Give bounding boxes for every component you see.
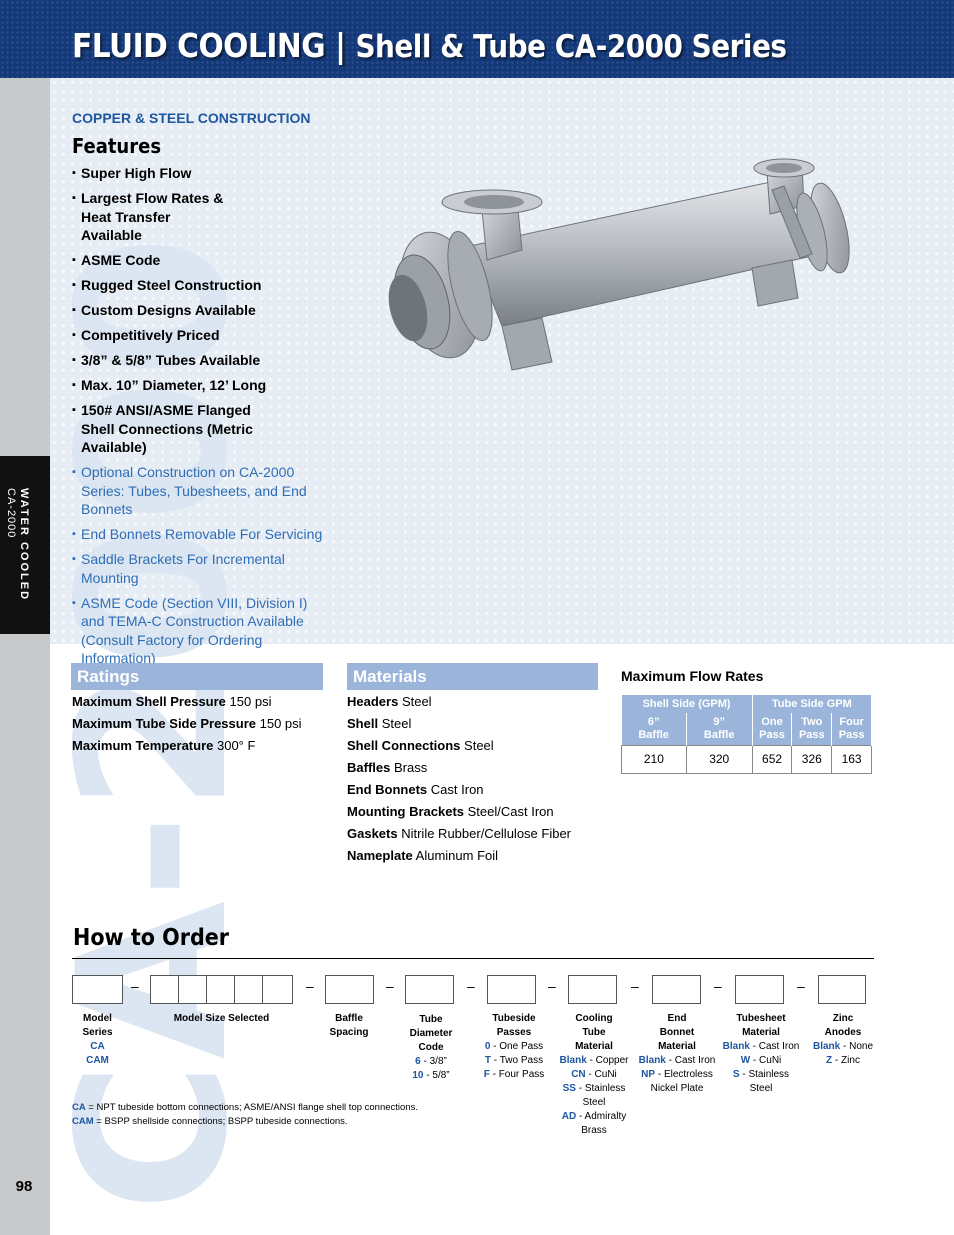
separator-dash: –	[631, 978, 639, 994]
separator-dash: –	[306, 978, 314, 994]
separator-dash: –	[131, 978, 139, 994]
ratings-list: Maximum Shell Pressure 150 psi Maximum T…	[72, 691, 302, 757]
feature-item: Max. 10” Diameter, 12’ Long	[72, 376, 332, 395]
table-cell: 163	[831, 744, 872, 774]
cooling-tube-box	[568, 975, 617, 1004]
separator-dash: –	[386, 978, 394, 994]
model-series-legend: Model Series CA CAM	[82, 1013, 113, 1066]
flow-rates-heading: Maximum Flow Rates	[621, 668, 764, 684]
page-number: 98	[15, 1178, 33, 1195]
materials-heading: Materials	[347, 663, 598, 690]
section-side-tab: WATER COOLED CA-2000	[0, 456, 50, 634]
tube-side-group-header: Tube Side GPM	[752, 695, 873, 713]
model-series-box	[72, 975, 123, 1004]
column-header: 6”Baffle	[621, 713, 687, 745]
divider	[72, 958, 874, 959]
order-notes: CA = NPT tubeside bottom connections; AS…	[72, 1101, 418, 1129]
tubesheet-legend: Tubesheet Material Blank - Cast Iron W -…	[722, 1013, 800, 1094]
optional-feature-item: ASME Code (Section VIII, Division I) and…	[72, 594, 322, 668]
side-tab-category: WATER COOLED	[18, 488, 30, 602]
separator-dash: –	[548, 978, 556, 994]
rating-item: Maximum Tube Side Pressure 150 psi	[72, 716, 302, 731]
feature-item: Custom Designs Available	[72, 301, 332, 320]
material-item: Mounting Brackets Steel/Cast Iron	[347, 804, 554, 819]
separator-dash: –	[467, 978, 475, 994]
end-bonnet-box	[652, 975, 701, 1004]
column-header: 9”Baffle	[686, 713, 753, 745]
model-size-box	[178, 975, 207, 1004]
materials-list: Headers Steel Shell Steel Shell Connecti…	[347, 691, 571, 867]
material-item: Shell Steel	[347, 716, 412, 731]
side-tab-series: CA-2000	[5, 488, 17, 539]
baffle-spacing-box	[325, 975, 374, 1004]
note-line: CA = NPT tubeside bottom connections; AS…	[72, 1102, 418, 1113]
material-item: Shell Connections Steel	[347, 738, 494, 753]
feature-item: 3/8” & 5/8” Tubes Available	[72, 351, 332, 370]
feature-item: ASME Code	[72, 251, 332, 270]
material-item: Nameplate Aluminum Foil	[347, 848, 499, 863]
feature-item: Competitively Priced	[72, 326, 332, 345]
construction-subhead: COPPER & STEEL CONSTRUCTION	[72, 110, 311, 126]
tubesheet-box	[735, 975, 784, 1004]
rating-item: Maximum Shell Pressure 150 psi	[72, 694, 272, 709]
heat-exchanger-photo	[388, 158, 850, 371]
rating-item: Maximum Temperature 300° F	[72, 738, 256, 753]
feature-item: 150# ANSI/ASME Flanged Shell Connections…	[72, 401, 287, 457]
tubeside-passes-box	[487, 975, 536, 1004]
material-item: Baffles Brass	[347, 760, 428, 775]
optional-feature-item: Saddle Brackets For Incremental Mounting	[72, 550, 292, 587]
feature-item: Largest Flow Rates & Heat Transfer Avail…	[72, 189, 232, 245]
tube-diameter-box	[405, 975, 454, 1004]
model-size-box	[150, 975, 179, 1004]
material-item: Headers Steel	[347, 694, 432, 709]
shell-side-group-header: Shell Side (GPM)	[621, 695, 753, 713]
note-line: CAM = BSPP shellside connections; BSPP t…	[72, 1116, 348, 1127]
optional-feature-item: Optional Construction on CA-2000 Series:…	[72, 463, 312, 519]
zinc-anodes-box	[818, 975, 866, 1004]
ratings-heading: Ratings	[71, 663, 323, 690]
optional-feature-item: End Bonnets Removable For Servicing	[72, 525, 332, 544]
flow-rates-table: Shell Side (GPM) Tube Side GPM 6”Baffle …	[621, 695, 873, 774]
page-header: FLUID COOLING|Shell & Tube CA-2000 Serie…	[0, 0, 954, 78]
tube-diameter-legend: Tube Diameter Code 6 - 3/8” 10 - 5/8”	[409, 1014, 453, 1081]
table-cell: 326	[791, 744, 833, 774]
cooling-tube-legend: Cooling Tube Material Blank - Copper CN …	[559, 1013, 629, 1136]
separator-dash: –	[797, 978, 805, 994]
material-item: End Bonnets Cast Iron	[347, 782, 484, 797]
left-margin-bar	[0, 78, 50, 1235]
table-cell: 320	[685, 744, 753, 774]
page-title: FLUID COOLING|Shell & Tube CA-2000 Serie…	[72, 26, 787, 65]
table-cell: 652	[751, 744, 793, 774]
baffle-spacing-legend: Baffle Spacing	[329, 1013, 369, 1038]
model-size-legend: Model Size Selected	[173, 1013, 270, 1024]
feature-item: Rugged Steel Construction	[72, 276, 332, 295]
separator-dash: –	[714, 978, 722, 994]
table-cell: 210	[621, 744, 687, 774]
model-size-box	[262, 975, 293, 1004]
end-bonnet-legend: End Bonnet Material Blank - Cast Iron NP…	[638, 1013, 716, 1094]
how-to-order-heading: How to Order	[73, 925, 230, 951]
features-heading: Features	[72, 134, 162, 158]
tubeside-passes-legend: Tubeside Passes 0 - One Pass T - Two Pas…	[483, 1013, 545, 1080]
table-row: 210 320 652 326 163	[621, 744, 872, 774]
model-size-box	[206, 975, 235, 1004]
material-item: Gaskets Nitrile Rubber/Cellulose Fiber	[347, 826, 572, 841]
features-list: Super High Flow Largest Flow Rates & Hea…	[72, 164, 332, 674]
model-size-box	[234, 975, 263, 1004]
zinc-anodes-legend: Zinc Anodes Blank - None Z - Zinc	[812, 1013, 874, 1066]
feature-item: Super High Flow	[72, 164, 332, 183]
